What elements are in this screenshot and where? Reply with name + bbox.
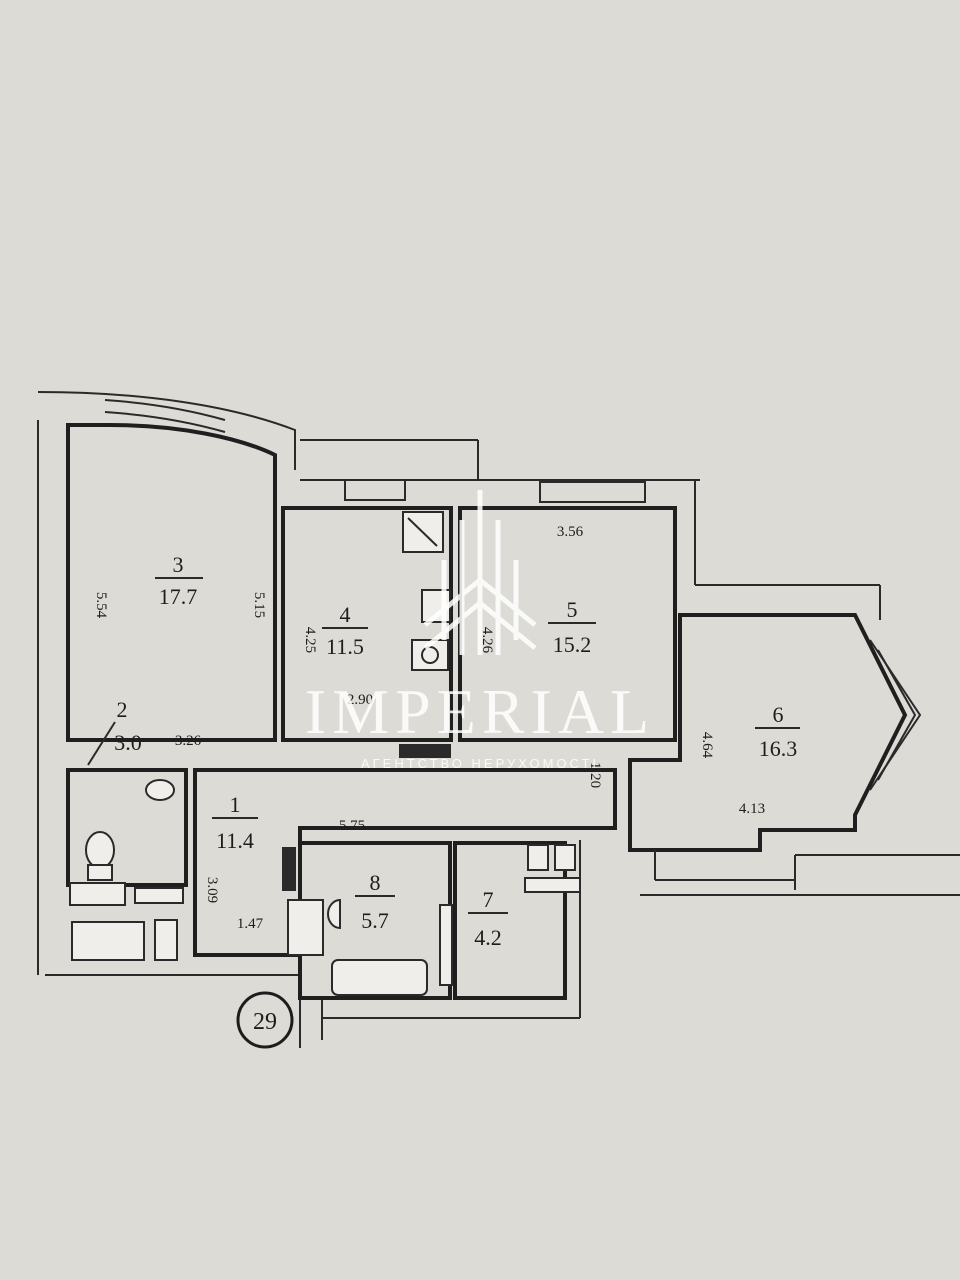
dim-room-1-left: 3.09	[204, 877, 220, 903]
room-6-walls	[628, 613, 908, 852]
bathtub-icon	[331, 959, 428, 996]
room-4-area: 11.5	[326, 634, 364, 659]
imperial-logo-icon	[423, 490, 537, 655]
fixtures	[69, 511, 581, 996]
room-1-label: 1 11.4	[212, 792, 258, 853]
room-7-label: 7 4.2	[468, 887, 508, 950]
watermark-subtitle: АГЕНТСТВО НЕРУХОМОСТІ	[361, 756, 599, 771]
room-7-number: 7	[483, 887, 494, 912]
room-3-area: 17.7	[159, 584, 198, 609]
unit-number-badge: 29	[236, 991, 294, 1049]
dim-corridor-length: 5.75	[339, 818, 365, 834]
room-1-area: 11.4	[216, 828, 254, 853]
room-4-label: 4 11.5	[322, 602, 368, 659]
room-1-walls	[193, 768, 617, 957]
room-5-label: 5 15.2	[548, 597, 596, 657]
washbasin-icon	[145, 779, 175, 801]
dim-room-4-left: 4.25	[302, 627, 318, 653]
dim-room-2-width: 3.26	[175, 733, 202, 749]
watermark-title: IMPERIAL	[305, 676, 655, 747]
room-6-number: 6	[773, 702, 784, 727]
room-5-window	[539, 481, 646, 503]
room-2-area: 3.0	[114, 730, 142, 755]
dim-room-3-right: 5.15	[251, 592, 267, 618]
room-3-number: 3	[173, 552, 184, 577]
dim-room-5-top: 3.56	[557, 524, 584, 540]
room-6-label: 6 16.3	[755, 702, 800, 761]
room-6-area: 16.3	[759, 736, 798, 761]
room-5-number: 5	[567, 597, 578, 622]
room-8-label: 8 5.7	[355, 870, 395, 933]
room-labels: 3 17.7 4 11.5 5 15.2 6 16.3 2 3.0 1 11.4	[87, 552, 800, 950]
dim-room-5-left: 4.26	[479, 627, 495, 654]
room-8-area: 5.7	[361, 908, 389, 933]
room-7-walls	[453, 841, 567, 1000]
dim-room-4-width: 2.90	[347, 692, 373, 708]
room-3-walls	[66, 423, 277, 742]
room-2-label: 2 3.0	[87, 697, 142, 766]
room-2-number: 2	[117, 697, 128, 722]
room-1-number: 1	[230, 792, 241, 817]
dim-room-1-bottom: 1.47	[237, 916, 264, 932]
dim-corridor-height: 1.20	[587, 762, 603, 788]
unit-number: 29	[253, 1009, 277, 1035]
dim-room-6-left: 4.64	[699, 732, 715, 759]
room-5-area: 15.2	[553, 632, 592, 657]
imperial-watermark: IMPERIAL АГЕНТСТВО НЕРУХОМОСТІ	[305, 490, 655, 771]
toilet-icon	[85, 831, 115, 869]
bidet-icon	[327, 898, 341, 930]
dim-room-3-left: 5.54	[93, 592, 109, 619]
room-2-walls	[66, 768, 188, 887]
room-7-area: 4.2	[474, 925, 502, 950]
outer-curved-wall	[37, 391, 296, 470]
room-3-label: 3 17.7	[155, 552, 203, 609]
room-4-number: 4	[340, 602, 351, 627]
room-8-number: 8	[370, 870, 381, 895]
dimensions: 5.54 5.15 3.26 4.25 2.90 3.56 4.26 4.64 …	[93, 524, 765, 932]
dim-room-6-width: 4.13	[739, 801, 765, 817]
